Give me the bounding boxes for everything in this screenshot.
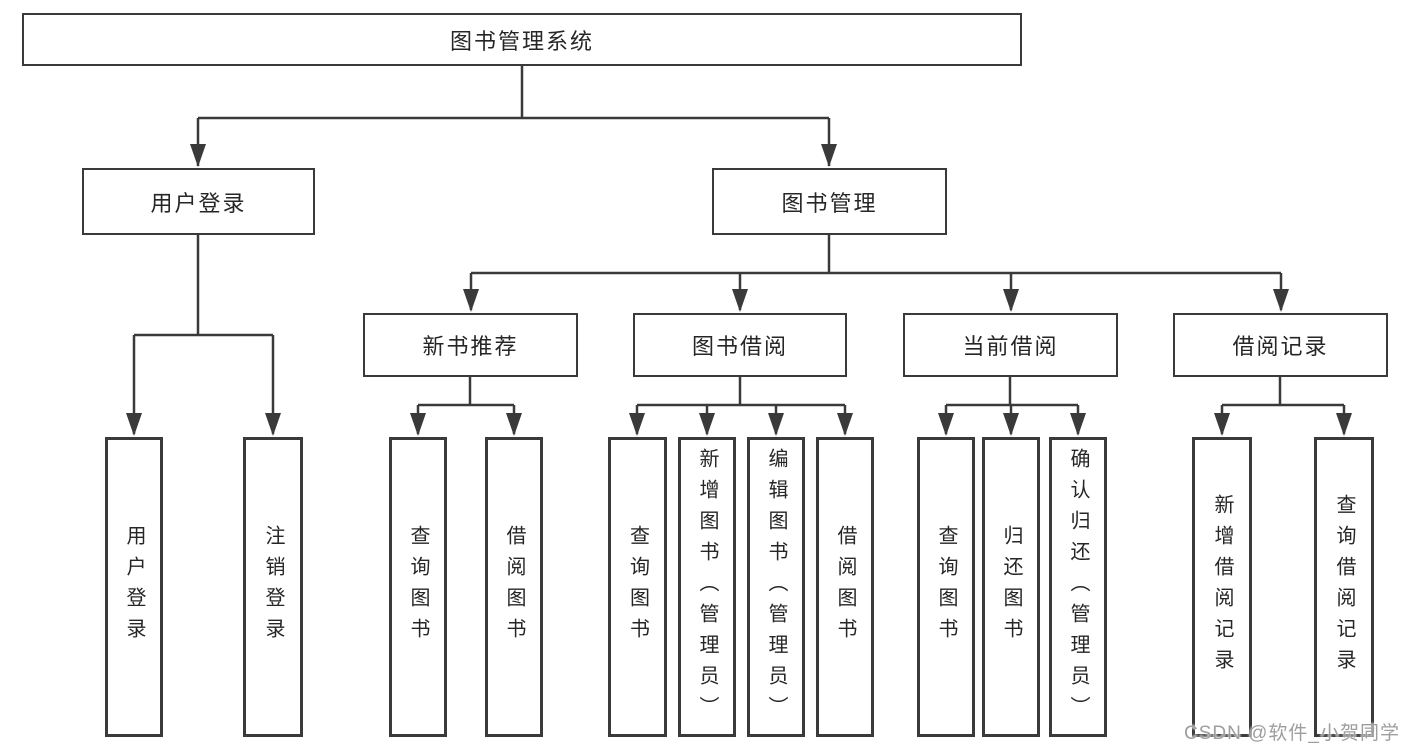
node-user-login: 用户登录 — [82, 168, 315, 235]
node-label: 查询图书 — [935, 525, 957, 649]
node-current-borrowing: 当前借阅 — [903, 313, 1118, 377]
node-label: 图书管理系统 — [449, 28, 594, 54]
leaf-add-books-admin: 新增图书（管理员） — [678, 437, 736, 737]
node-label: 借阅图书 — [834, 525, 856, 649]
node-label: 借阅记录 — [1232, 334, 1329, 359]
node-label: 查询借阅记录 — [1333, 494, 1355, 680]
node-borrowing-records: 借阅记录 — [1173, 313, 1388, 377]
node-label: 用户登录 — [150, 190, 247, 216]
node-label: 借阅图书 — [503, 525, 525, 649]
node-book-management: 图书管理 — [712, 168, 947, 235]
leaf-user-login: 用户登录 — [105, 437, 163, 737]
node-book-borrowing: 图书借阅 — [633, 313, 847, 377]
leaf-return-books: 归还图书 — [982, 437, 1040, 737]
node-label: 图书借阅 — [691, 334, 788, 359]
leaf-logout: 注销登录 — [243, 437, 303, 737]
leaf-borrow-books-borrow: 借阅图书 — [816, 437, 874, 737]
leaf-query-borrow-record: 查询借阅记录 — [1314, 437, 1374, 737]
node-label: 新增图书（管理员） — [696, 447, 718, 727]
node-label: 确认归还（管理员） — [1067, 447, 1089, 727]
node-label: 用户登录 — [123, 525, 145, 649]
node-label: 图书管理 — [781, 190, 878, 216]
node-label: 查询图书 — [407, 525, 429, 649]
leaf-add-borrow-record: 新增借阅记录 — [1192, 437, 1252, 737]
leaf-edit-books-admin: 编辑图书（管理员） — [747, 437, 805, 737]
node-library-management-system: 图书管理系统 — [22, 13, 1022, 66]
node-label: 新增借阅记录 — [1211, 494, 1233, 680]
node-label: 查询图书 — [626, 525, 649, 649]
connector-line — [132, 66, 1346, 434]
watermark: CSDN @软件_小贺同学 — [1184, 723, 1400, 744]
node-label: 新书推荐 — [422, 334, 519, 359]
node-label: 当前借阅 — [962, 334, 1059, 359]
leaf-query-books-newbooks: 查询图书 — [389, 437, 447, 737]
leaf-borrow-books-newbooks: 借阅图书 — [485, 437, 543, 737]
leaf-query-books-current: 查询图书 — [917, 437, 975, 737]
leaf-confirm-return-admin: 确认归还（管理员） — [1049, 437, 1107, 737]
node-label: 注销登录 — [262, 525, 284, 649]
node-label: 归还图书 — [1000, 525, 1022, 649]
node-new-book-recommendation: 新书推荐 — [363, 313, 578, 377]
arrowhead-icon — [126, 144, 1352, 436]
leaf-query-books-borrow: 查询图书 — [608, 437, 667, 737]
node-label: 编辑图书（管理员） — [765, 447, 787, 727]
